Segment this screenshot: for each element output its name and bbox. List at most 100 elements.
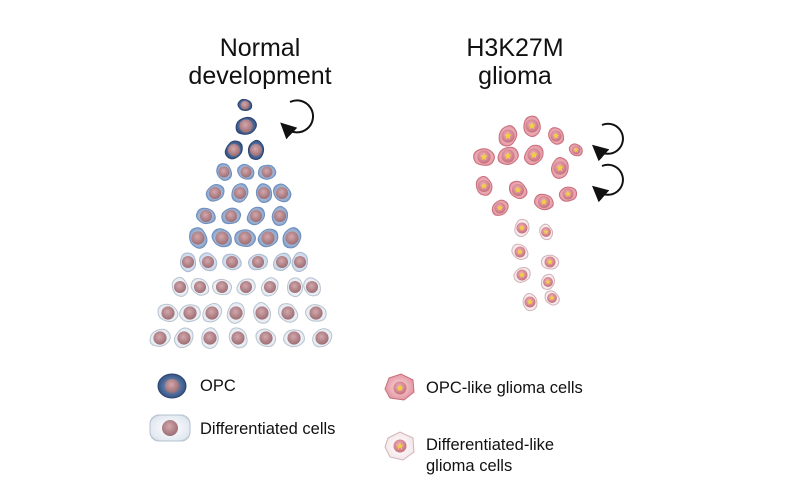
normal-cell (287, 277, 304, 298)
normal-cell (231, 183, 249, 203)
normal-cell (237, 163, 255, 180)
opc-like-glioma-cell (568, 143, 583, 157)
differentiated-like-glioma-cell (540, 254, 560, 270)
normal-cell (235, 116, 257, 135)
normal-cell (305, 304, 327, 322)
opc-like-glioma-cell (534, 193, 554, 211)
normal-cell (255, 328, 277, 348)
normal-cell (312, 328, 333, 348)
opc-like-glioma-cell (523, 115, 541, 138)
star-icon (519, 224, 525, 231)
normal-cell (211, 278, 233, 296)
star-icon (514, 186, 522, 193)
star-icon (540, 198, 548, 205)
normal-cell (173, 327, 194, 349)
opc-like-glioma-cell (508, 180, 528, 200)
legend-line: glioma cells (426, 457, 513, 475)
normal-cell (171, 276, 189, 297)
differentiated-like-glioma-cell (513, 266, 531, 283)
star-icon (556, 164, 564, 172)
normal-cell (195, 207, 216, 225)
star-icon (543, 229, 549, 235)
star-icon (549, 295, 555, 301)
star-icon (553, 132, 559, 139)
normal-cell (205, 184, 225, 202)
normal-cell (221, 207, 242, 225)
opc-like-glioma-cell (523, 144, 544, 166)
opc-legend-label: OPC (200, 377, 236, 395)
star-icon (480, 153, 488, 161)
opc-like-glioma-cell (498, 125, 518, 147)
differentiated-like-glioma-cell (514, 218, 530, 238)
normal-cell (257, 164, 277, 180)
differentiated-like-legend-icon (384, 431, 415, 461)
star-icon (396, 442, 404, 450)
normal-cell (224, 140, 243, 160)
normal-cell (234, 229, 257, 248)
differentiated-like-glioma-cell (511, 243, 529, 261)
title-line: H3K27M (466, 34, 564, 62)
opc-like-glioma-cell (550, 156, 569, 179)
star-icon (504, 132, 512, 140)
normal-cell (277, 303, 299, 323)
star-icon (480, 182, 488, 189)
differentiated-like-glioma-cell (522, 292, 538, 312)
normal-cell (291, 251, 308, 273)
normal-cell (202, 302, 223, 323)
opc-legend-icon (157, 373, 187, 399)
normal-cell (179, 304, 201, 323)
normal-cell (190, 277, 210, 296)
normal-cell (257, 228, 279, 248)
normal-cell (271, 205, 289, 226)
differentiated-like-glioma-cell (540, 273, 556, 290)
differentiated-like-glioma-cell (544, 290, 560, 306)
star-icon (396, 384, 404, 392)
opc-like-glioma-cell (497, 146, 519, 165)
normal-cell (248, 253, 268, 271)
title-line: Normal (219, 34, 301, 62)
legend-line: Differentiated-like (426, 436, 555, 454)
glioma-cluster (473, 115, 583, 312)
normal-cell (189, 227, 208, 249)
normal-cell (201, 327, 219, 349)
normal-cell (211, 228, 232, 248)
normal-cell (237, 98, 253, 111)
normal-cell (226, 302, 245, 324)
star-icon (565, 190, 571, 197)
glioma-title: H3K27M glioma (430, 34, 600, 90)
star-icon (530, 151, 538, 159)
differentiated-like-legend-label: Differentiated-like glioma cells (426, 435, 554, 477)
title-line: glioma (478, 62, 552, 90)
normal-cell (255, 183, 273, 204)
self-renewal-arrow-icon (592, 163, 624, 203)
title-line: development (188, 62, 332, 90)
normal-cell (253, 302, 272, 324)
opc-like-glioma-cell (473, 148, 495, 166)
normal-cell (246, 206, 266, 226)
normal-cell (222, 253, 242, 271)
star-icon (527, 298, 533, 305)
normal-cell (216, 163, 233, 181)
normal-cell (303, 277, 321, 297)
star-icon (528, 122, 536, 130)
normal-cell (247, 139, 265, 160)
opc-like-glioma-cell (475, 175, 493, 196)
star-icon (497, 204, 503, 211)
normal-development-title: Normal development (175, 34, 345, 90)
differentiated-legend-label: Differentiated cells (200, 420, 336, 438)
star-icon (517, 248, 523, 255)
opc-like-legend-icon (384, 373, 415, 401)
self-renewal-arrow-icon (592, 122, 624, 162)
opc-like-glioma-cell (491, 199, 509, 216)
opc-like-legend-label: OPC-like glioma cells (426, 379, 583, 397)
self-renewal-arrow-icon (280, 99, 314, 140)
normal-development-pyramid (149, 98, 333, 349)
normal-cell (157, 303, 179, 323)
star-icon (547, 258, 553, 265)
normal-cell (282, 227, 302, 249)
normal-cell (236, 278, 256, 296)
opc-like-glioma-cell (548, 127, 565, 145)
normal-cell (272, 183, 292, 203)
normal-cell (179, 252, 197, 273)
